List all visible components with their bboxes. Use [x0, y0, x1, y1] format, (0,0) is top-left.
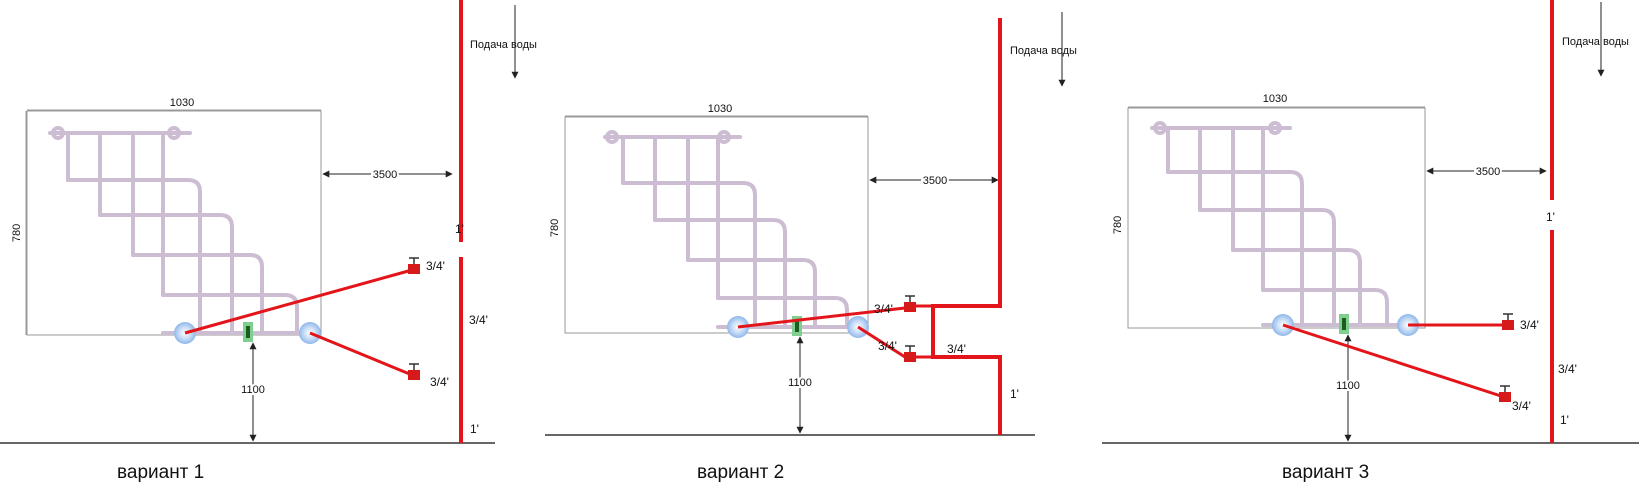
branch-pipes: [184, 268, 413, 377]
towel-rail: [48, 126, 312, 335]
variant-1: 1030 780 3500 1100 Подача воды 1' 3/4' 1…: [0, 0, 537, 483]
valve-icon: [408, 257, 420, 274]
width-dimension-label: 1030: [708, 103, 732, 115]
width-dimension-label: 1030: [170, 97, 194, 109]
branch-label: 3/4': [426, 259, 445, 273]
distance-dimension-label: 3500: [923, 175, 947, 187]
distance-dimension-label: 3500: [373, 169, 397, 181]
riser-label: 3/4': [1558, 362, 1577, 376]
branch-label: 3/4': [1512, 399, 1531, 413]
valve-icon: [408, 363, 420, 380]
height-dimension-label: 780: [1112, 216, 1124, 234]
towel-rail: [1150, 121, 1412, 327]
rail-outline: [26, 110, 322, 336]
rail-outline: [564, 116, 869, 334]
branch-label: 3/4': [878, 339, 897, 353]
supply-label: Подача воды: [1010, 45, 1077, 57]
valve-icon: [1502, 313, 1514, 330]
variant-caption: вариант 3: [1282, 462, 1369, 483]
riser-label: 1': [470, 422, 479, 436]
supply-label: Подача воды: [1562, 36, 1629, 48]
variant-3: 1030 780 3500 1100 Подача воды 1' 3/4' 1…: [1102, 0, 1639, 483]
riser-label: 3/4': [469, 313, 488, 327]
height-dimension-label: 780: [549, 219, 561, 237]
riser-label: 1': [455, 222, 464, 236]
riser-label: 1': [1560, 413, 1569, 427]
valve-icon: [904, 345, 916, 362]
branch-label: 3/4': [1520, 318, 1539, 332]
supply-label: Подача воды: [470, 39, 537, 51]
branch-pipes: [737, 304, 933, 359]
width-dimension-label: 1030: [1263, 93, 1287, 105]
floor-height-label: 1100: [788, 377, 812, 389]
riser-label: 1': [1546, 210, 1555, 224]
variant-caption: вариант 1: [117, 462, 204, 483]
branch-label: 3/4': [430, 375, 449, 389]
branch-pipes: [1282, 323, 1512, 399]
variant-2: 1030 780 3500 1100 Подача воды 1' 3/4': [545, 12, 1077, 483]
branch-label: 3/4': [947, 342, 966, 356]
rail-outline: [1127, 107, 1426, 329]
height-dimension-label: 780: [11, 224, 23, 242]
valve-icon: [1499, 385, 1511, 402]
valve-icon: [904, 295, 916, 312]
variant-caption: вариант 2: [697, 462, 784, 483]
distance-dimension-label: 3500: [1476, 166, 1500, 178]
towel-rail: [603, 130, 862, 329]
riser-pipe: [931, 18, 1002, 435]
riser-label: 1': [1010, 387, 1019, 401]
branch-label: 3/4': [874, 302, 893, 316]
floor-height-label: 1100: [241, 384, 265, 396]
floor-height-label: 1100: [1336, 380, 1360, 392]
